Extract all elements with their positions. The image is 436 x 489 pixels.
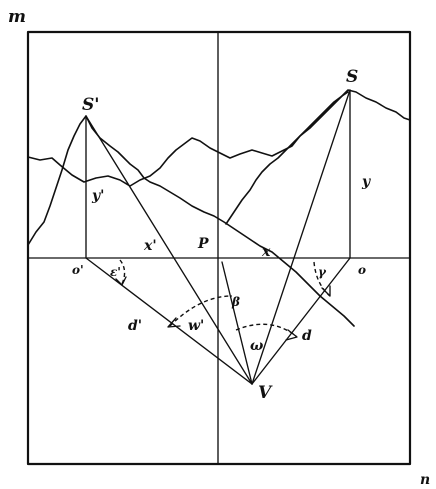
beta-label: β <box>231 295 240 309</box>
ground-label-right: d <box>302 328 312 344</box>
center-ray <box>221 261 253 385</box>
terrain-profile-left <box>27 115 355 327</box>
foot-label-right: o <box>358 263 366 277</box>
sight-line-right-outer <box>251 89 351 385</box>
corner-label-bottom: n <box>420 472 430 488</box>
angle-label-left: ε' <box>110 265 121 279</box>
omega-label-right: ω <box>250 338 264 354</box>
omega-arrow-right <box>285 329 298 341</box>
ground-label-left: d' <box>128 318 142 334</box>
station-label-left: S' <box>82 95 99 115</box>
angle-label-right: γ <box>318 265 327 279</box>
frame-border <box>26 30 412 466</box>
corner-label-top: m <box>8 7 26 27</box>
omega-arrow-left <box>167 317 181 328</box>
vertex-label: V <box>258 383 273 403</box>
angle-arrow-left <box>115 276 127 286</box>
height-label-right: y <box>361 174 371 190</box>
center-point-label: P <box>197 236 209 252</box>
angle-arc-left <box>119 259 126 285</box>
foot-label-left: o' <box>72 263 84 277</box>
station-label-right: S <box>346 67 358 87</box>
angle-arrow-right <box>321 285 331 297</box>
terrain-profile-back <box>27 89 411 187</box>
omega-label-left: w' <box>188 318 204 334</box>
omega-arc-right <box>235 323 297 337</box>
terrain-profile-right <box>225 91 349 225</box>
sight-line-left-outer <box>85 115 253 385</box>
omega-arc-left <box>169 295 233 327</box>
height-label-left: y' <box>91 188 104 204</box>
ground-line-right <box>251 257 351 385</box>
ground-line-left <box>85 257 253 385</box>
distance-label-right: x <box>261 244 271 260</box>
distance-label-left: x' <box>143 238 157 254</box>
